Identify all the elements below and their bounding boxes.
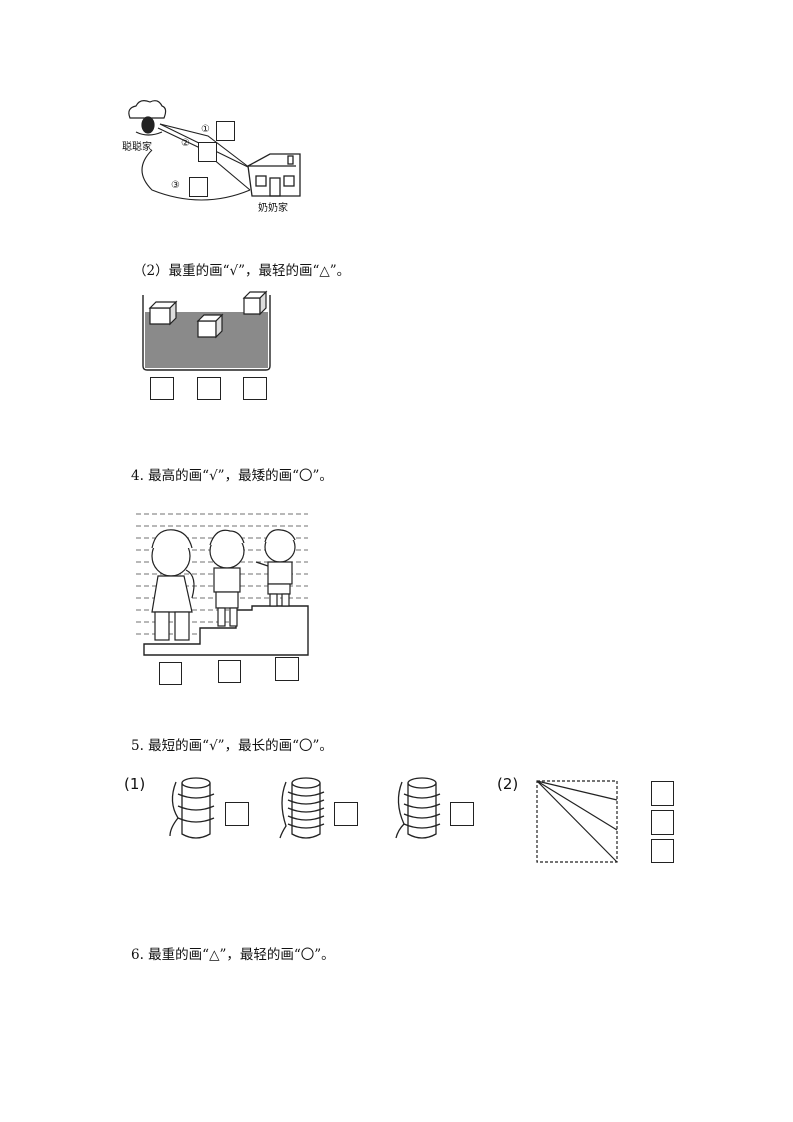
answer-box-cube-3[interactable] [243, 377, 267, 400]
answer-box-line-3[interactable] [651, 839, 674, 863]
answer-box-right-boy[interactable] [275, 657, 299, 681]
answer-box-line-2[interactable] [651, 810, 674, 835]
cube-3 [242, 290, 268, 316]
cylinder-3 [395, 777, 441, 839]
q5-part1-label: (1) [124, 775, 146, 793]
route-3-label: ③ [171, 180, 180, 191]
q3-part2-instruction: （2）最重的画“√”，最轻的画“△”。 [133, 263, 351, 279]
cylinder-1 [169, 777, 215, 839]
answer-box-cylinder-3[interactable] [450, 802, 474, 826]
answer-box-line-1[interactable] [651, 781, 674, 806]
route-1-label: ① [201, 124, 210, 135]
q6-instruction: 6. 最重的画“△”，最轻的画“〇”。 [131, 947, 335, 963]
answer-box-route-3[interactable] [189, 177, 208, 197]
right-home-label: 奶奶家 [258, 203, 288, 214]
route-2-label: ② [181, 138, 190, 149]
cylinder-2 [279, 777, 325, 839]
answer-box-route-1[interactable] [216, 121, 235, 141]
fan-lines-square [536, 780, 618, 863]
answer-box-route-2[interactable] [198, 142, 217, 162]
route-diagram [128, 100, 301, 201]
wound-cylinders-figure [169, 777, 618, 863]
q5-part2-label: (2) [497, 775, 519, 793]
stairs [143, 605, 309, 656]
answer-box-cube-1[interactable] [150, 377, 174, 400]
girl-figure [151, 529, 195, 641]
right-boy-figure [255, 529, 296, 607]
q4-instruction: 4. 最高的画“√”，最矮的画“〇”。 [131, 468, 333, 484]
left-home-label: 聪聪家 [122, 142, 152, 153]
middle-boy-figure [209, 529, 245, 627]
answer-box-girl[interactable] [159, 662, 182, 685]
answer-box-cube-2[interactable] [197, 377, 221, 400]
q5-instruction: 5. 最短的画“√”，最长的画“〇”。 [131, 738, 333, 754]
answer-box-cylinder-1[interactable] [225, 802, 249, 826]
children-height-figure [136, 513, 309, 656]
cube-2 [196, 313, 224, 339]
answer-box-cylinder-2[interactable] [334, 802, 358, 826]
cube-1 [148, 300, 178, 326]
left-home-illustration [128, 100, 167, 136]
water-tank-figure [142, 290, 271, 371]
answer-box-middle-boy[interactable] [218, 660, 241, 683]
right-home-illustration [247, 153, 301, 197]
